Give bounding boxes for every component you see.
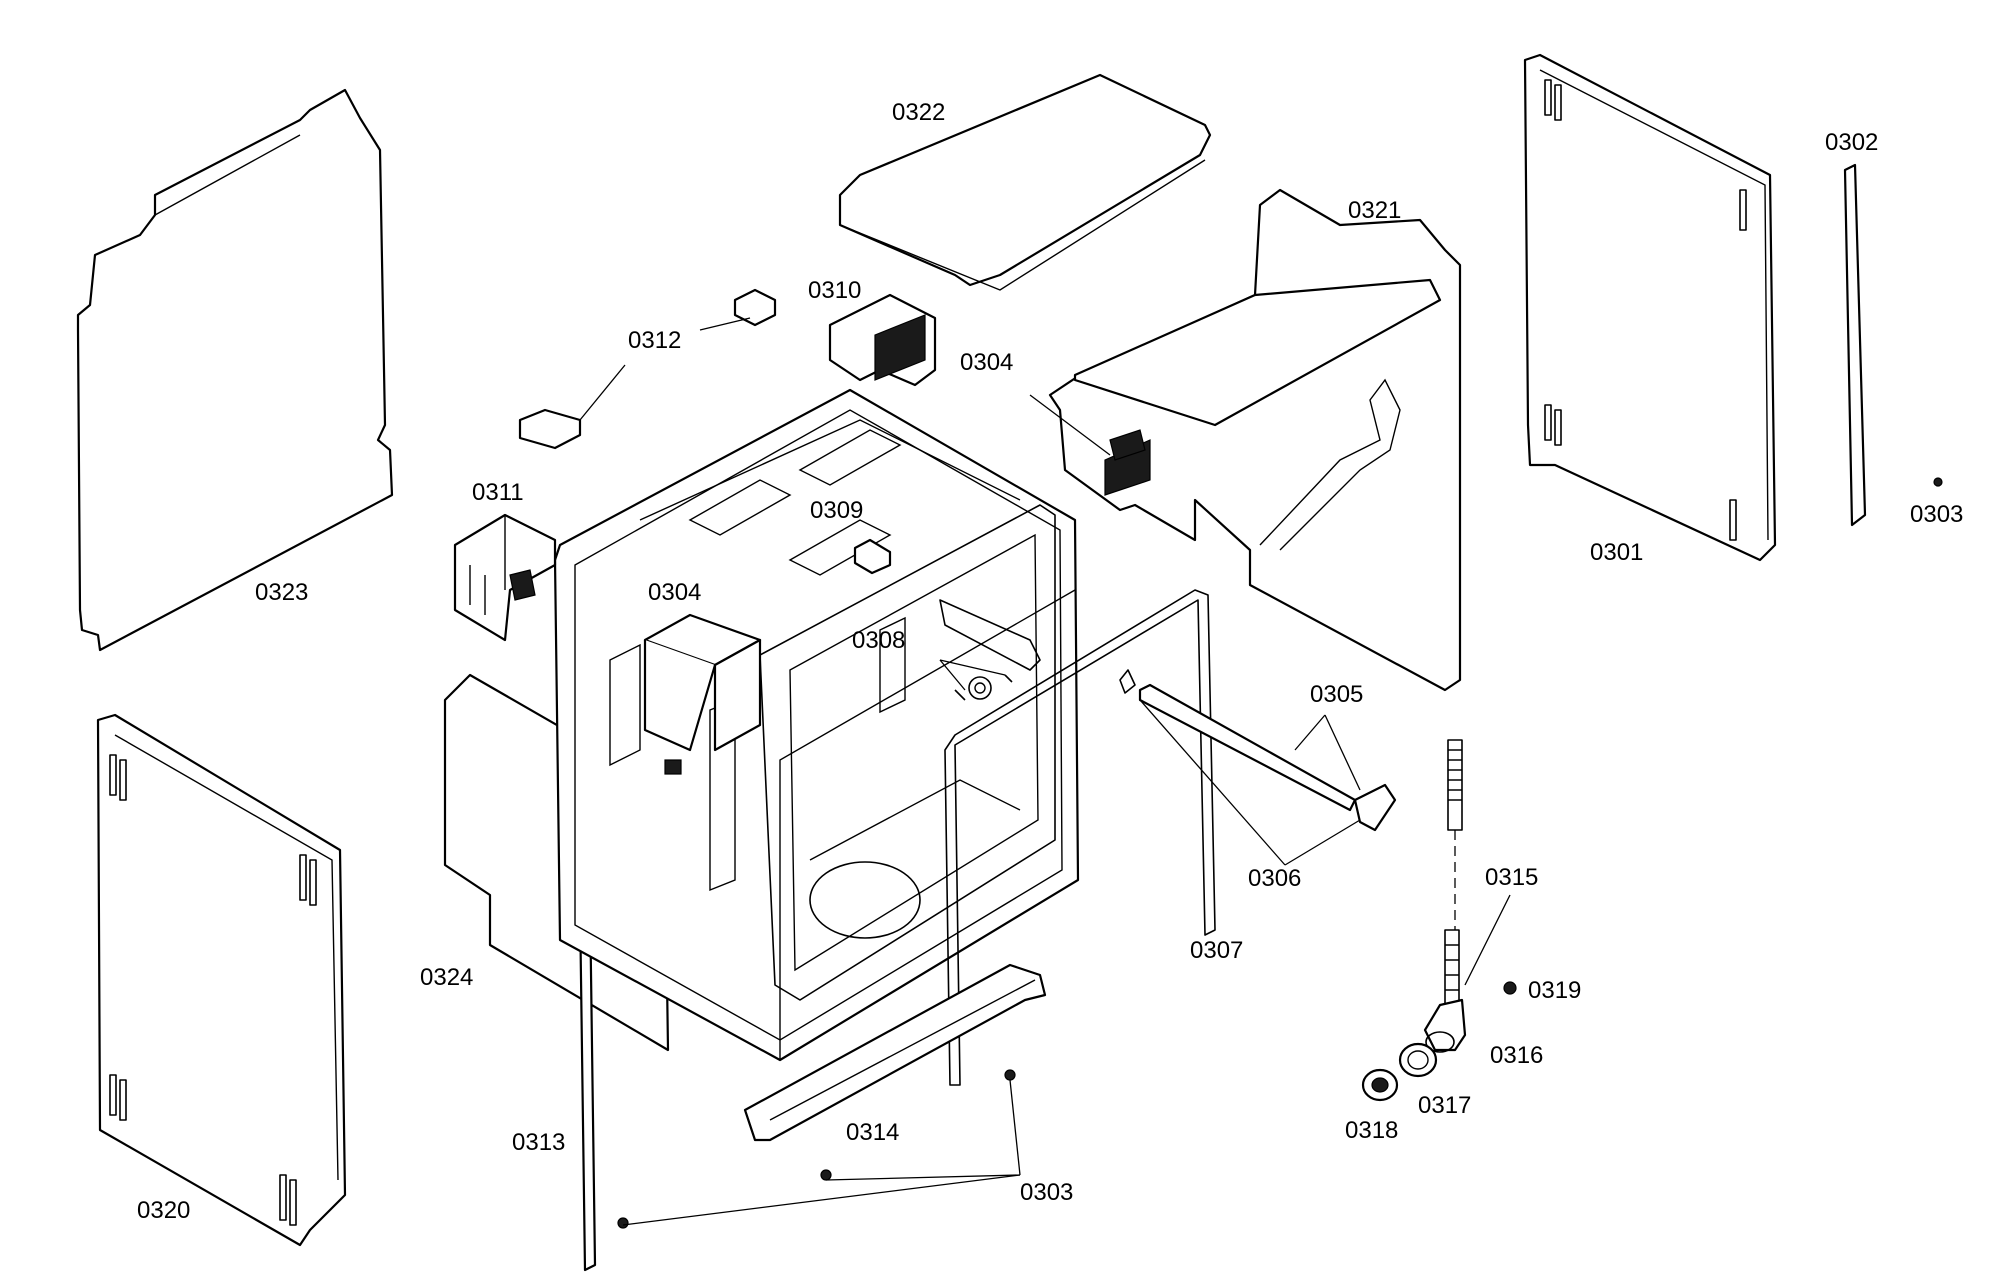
callout-0301: 0301 — [1590, 539, 1643, 566]
callout-0321: 0321 — [1348, 197, 1401, 224]
callout-0317: 0317 — [1418, 1092, 1471, 1119]
callout-0306: 0306 — [1248, 865, 1301, 892]
callout-0315: 0315 — [1485, 864, 1538, 891]
callout-0303-bottom: 0303 — [1020, 1179, 1073, 1206]
part-tub-assembly — [553, 388, 1080, 1062]
callout-0316: 0316 — [1490, 1042, 1543, 1069]
callout-0303-right: 0303 — [1910, 501, 1963, 528]
callout-0308: 0308 — [852, 627, 905, 654]
callout-0320: 0320 — [137, 1197, 190, 1224]
part-0319-screw — [1503, 981, 1517, 995]
callout-0307: 0307 — [1190, 937, 1243, 964]
part-0302-strip — [1843, 163, 1867, 527]
callout-0318: 0318 — [1345, 1117, 1398, 1144]
part-0305-rail — [1119, 669, 1397, 832]
callout-0302: 0302 — [1825, 129, 1878, 156]
part-0322-top-panel — [838, 73, 1212, 291]
part-0310-connector — [828, 293, 937, 387]
part-0315-hose — [1444, 739, 1463, 1011]
leader-lines — [579, 317, 1511, 1226]
callout-0312: 0312 — [628, 327, 681, 354]
part-0311-bracket — [453, 513, 557, 642]
part-0312-bracket-lower — [518, 408, 582, 450]
part-0301-side-panel — [1523, 53, 1777, 562]
callout-0324: 0324 — [420, 964, 473, 991]
part-0318-cap — [1361, 1068, 1399, 1102]
callout-0304-mid: 0304 — [648, 579, 701, 606]
callout-0313: 0313 — [512, 1129, 565, 1156]
callout-0304-top: 0304 — [960, 349, 1013, 376]
callout-0323: 0323 — [255, 579, 308, 606]
part-0321-housing — [1048, 188, 1462, 692]
callout-0311: 0311 — [472, 479, 524, 506]
part-0304-bracket-front — [643, 613, 762, 775]
part-0309-clip — [853, 538, 892, 575]
callout-0309: 0309 — [810, 497, 863, 524]
callout-0319: 0319 — [1528, 977, 1581, 1004]
part-0307-gasket — [944, 589, 1216, 1086]
callout-labels: 0301 0302 0303 0303 0304 0304 0305 0306 … — [137, 99, 1963, 1224]
callout-0322: 0322 — [892, 99, 945, 126]
part-0317-ring — [1398, 1042, 1438, 1078]
callout-0314: 0314 — [846, 1119, 899, 1146]
part-0316-fitting — [1423, 998, 1467, 1053]
part-0323-side-panel — [76, 88, 394, 652]
part-0314-rail — [743, 963, 1047, 1142]
callout-0310: 0310 — [808, 277, 861, 304]
part-0312-bracket-upper — [733, 288, 777, 327]
part-0308-hinge — [939, 599, 1041, 701]
callout-0305: 0305 — [1310, 681, 1363, 708]
part-0320-side-panel — [96, 713, 347, 1247]
